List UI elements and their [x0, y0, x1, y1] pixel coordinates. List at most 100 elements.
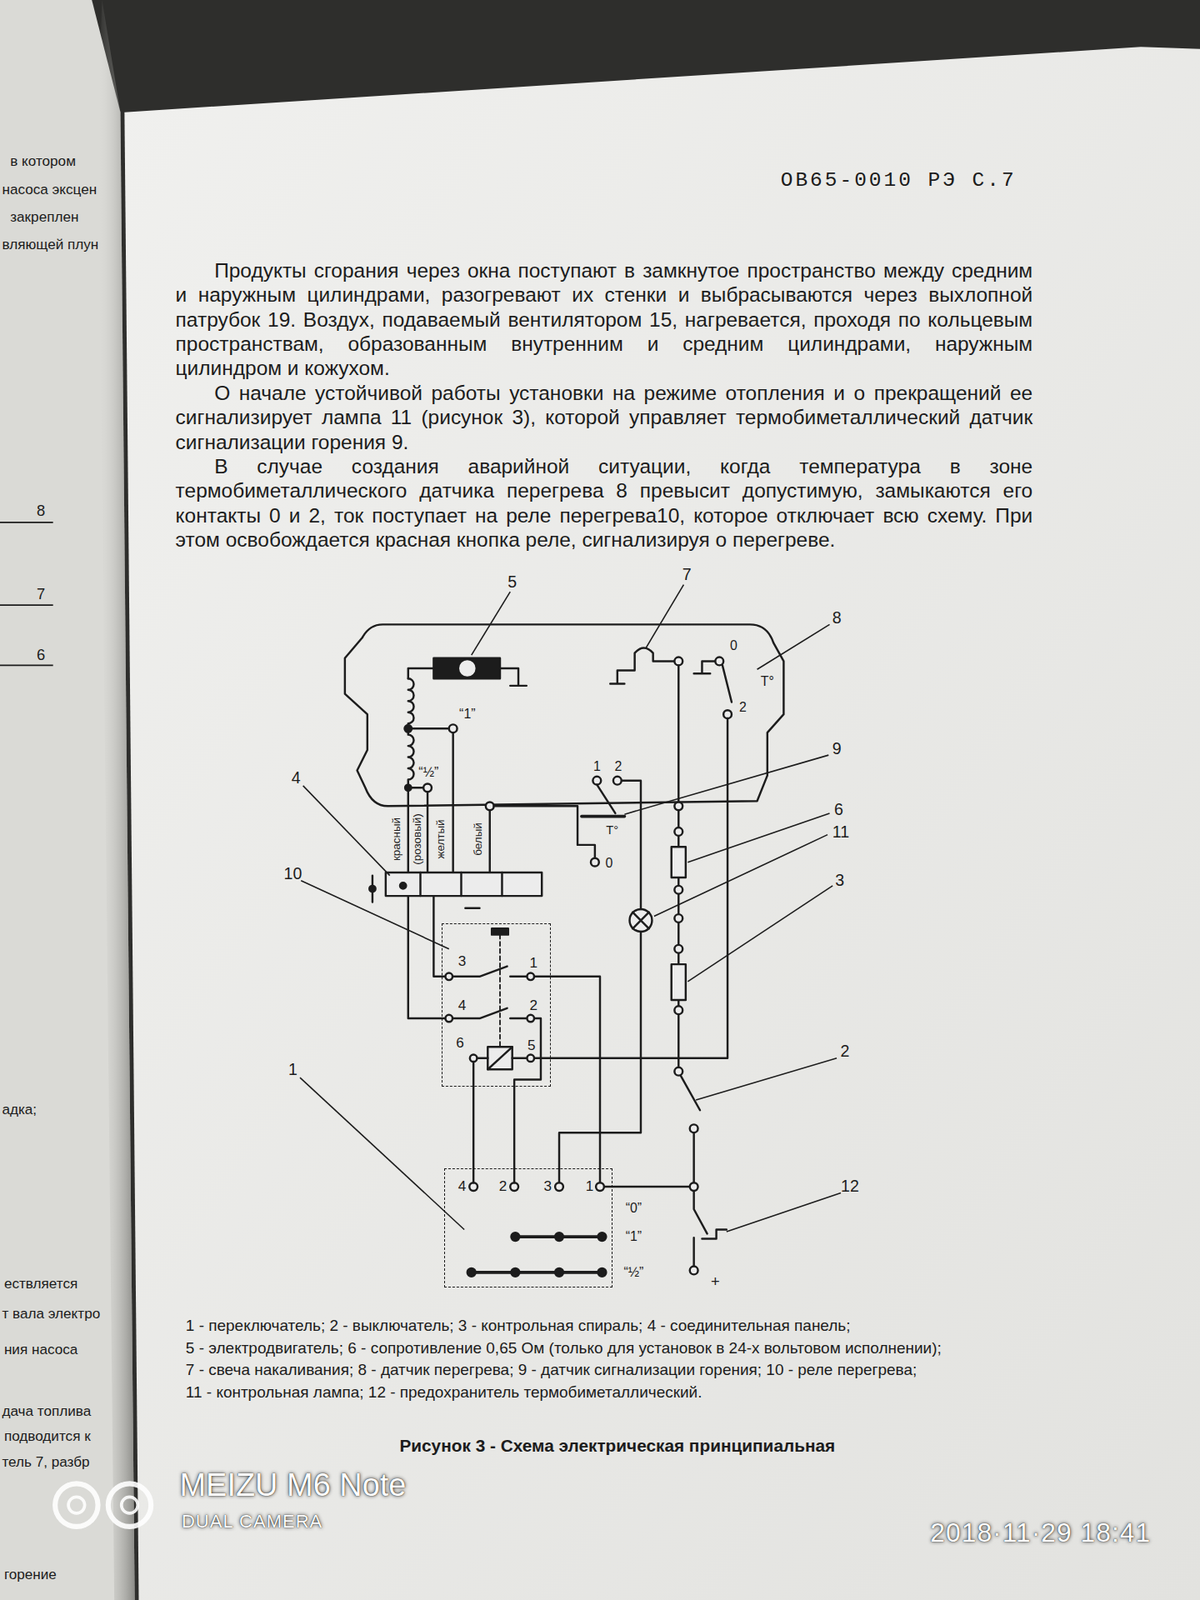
plug-circuit [674, 1067, 683, 1076]
plug-circuit [690, 1266, 699, 1275]
pin-number: 4 [458, 997, 467, 1015]
leader-line [300, 585, 841, 1232]
relay-symbol [526, 1055, 535, 1063]
motor-symbol [405, 658, 595, 873]
callout-number: 2 [840, 1041, 850, 1061]
plug-circuit [674, 1005, 683, 1015]
pin-number: 2 [529, 997, 538, 1015]
left-page-text: т вала электро [1, 1305, 100, 1323]
connection-panel [420, 872, 502, 896]
leader-line [471, 591, 511, 655]
pin-number: 5 [527, 1037, 536, 1055]
callout-number: 10 [284, 864, 303, 884]
plug-circuit [674, 945, 683, 954]
relay-symbol [499, 935, 501, 1048]
key-line: 11 - контрольная лампа; 12 - предохранит… [185, 1383, 703, 1402]
overheat-sensor [694, 660, 732, 702]
leader-line [687, 813, 830, 863]
lamp-circuit [559, 780, 641, 1183]
leader-line [300, 880, 450, 950]
left-page-text: 8 [36, 501, 45, 520]
wire-color: (розовый) [410, 813, 424, 865]
pin-number: 2 [499, 1178, 508, 1195]
wire [514, 1086, 515, 1169]
leader-line [687, 885, 833, 982]
left-page-text: дача топлива [1, 1403, 91, 1420]
selector-switch [510, 1232, 520, 1241]
terminal-label: “1” [625, 1229, 642, 1245]
relay-symbol [473, 1046, 527, 1087]
glow-plug [674, 657, 683, 666]
connection-panel [369, 872, 542, 1019]
camera-logo [108, 1483, 151, 1526]
relay-symbol [453, 966, 527, 1019]
plug-circuit [674, 914, 683, 923]
pin-number: 6 [455, 1035, 465, 1053]
lamp-circuit [559, 776, 652, 1183]
relay-box: 314265 [441, 923, 551, 1087]
terminal-label: 0 [605, 855, 614, 871]
motor-symbol [433, 658, 500, 679]
relay-symbol [535, 718, 728, 1059]
lamp-circuit [596, 785, 615, 814]
watermark: DUAL CAMERA [181, 1510, 323, 1532]
paragraph: В случае создания аварийной ситуации, ко… [175, 454, 1034, 553]
left-page-text: в котором [10, 153, 76, 170]
terminal-label: “½” [623, 1265, 644, 1280]
left-page-text: подводится к [4, 1428, 91, 1445]
terminal-label: 2 [615, 758, 623, 774]
callout-number: 4 [291, 768, 301, 788]
callout-number: 3 [835, 870, 845, 890]
left-page-text: ния насоса [4, 1341, 78, 1359]
terminal-label: 1 [593, 758, 601, 774]
terminal-label: T° [760, 674, 775, 690]
overheat-sensor [694, 657, 732, 719]
relay-symbol [470, 1055, 478, 1063]
camera-logo [55, 1483, 98, 1526]
leader-line [757, 624, 830, 670]
left-page-leaders [0, 522, 54, 665]
overheat-sensor [723, 710, 732, 719]
relay-symbol [491, 928, 509, 935]
relay-symbol [445, 718, 728, 1183]
paper [124, 46, 1200, 1600]
motor-symbol [427, 732, 454, 873]
connection-panel [408, 895, 445, 1019]
callout-number: 11 [832, 822, 850, 842]
selector-switch [467, 1268, 476, 1277]
motor-symbol [423, 783, 432, 792]
plug-circuit [674, 885, 683, 895]
selector-switch [510, 1182, 519, 1191]
plug-circuit [690, 1182, 699, 1191]
left-page-text: адка; [1, 1101, 37, 1119]
connection-panel [400, 882, 406, 889]
left-page-text: вляющей плун [1, 236, 99, 254]
leader-line [695, 1058, 837, 1100]
key-line: 5 - электродвигатель; 6 - сопротивление … [185, 1339, 942, 1358]
connection-panel [372, 875, 480, 909]
left-page-text: тель 7, разбр [1, 1454, 90, 1471]
terminal-label: “0” [625, 1200, 642, 1216]
glow-plug [610, 648, 675, 685]
connection-panel [385, 872, 542, 896]
figure-caption: Рисунок 3 - Схема электрическая принципи… [399, 1435, 835, 1456]
plug-circuit [671, 964, 686, 1000]
left-page-text: 7 [36, 585, 45, 603]
selector-switch [598, 1232, 607, 1241]
wire-color: желтый [434, 819, 447, 859]
lamp-circuit [613, 776, 622, 785]
selector-switch [555, 1232, 564, 1241]
relay-symbol [445, 973, 453, 981]
plug-circuit [680, 1075, 700, 1111]
relay-symbol [535, 976, 600, 1183]
schematic [345, 624, 785, 1276]
callout-number: 12 [840, 1176, 860, 1196]
callout-number: 6 [834, 800, 844, 820]
leader-line [624, 755, 829, 815]
pin-number: 4 [458, 1178, 467, 1195]
plug-circuit [604, 1132, 727, 1266]
selector-switch [510, 1268, 520, 1277]
